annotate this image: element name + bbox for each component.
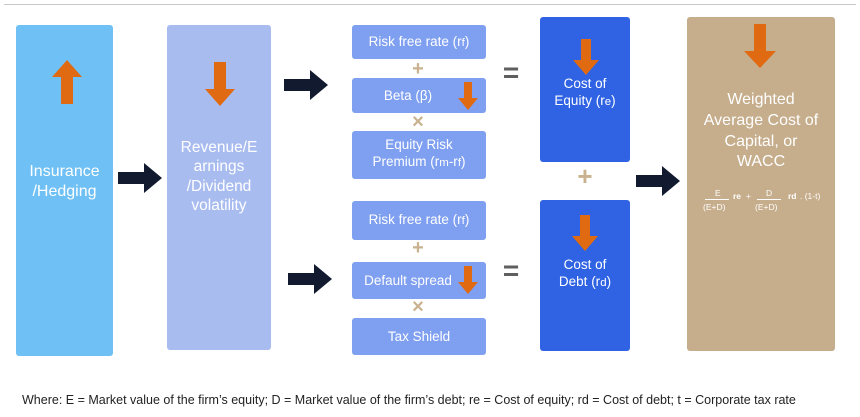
- tax-shield-box: Tax Shield: [352, 318, 486, 355]
- formula-rd: rd: [788, 191, 797, 201]
- debt-risk-free-rate-label: Risk free rate (rf): [368, 212, 470, 227]
- plus-operator: +: [577, 161, 593, 191]
- equals-operator: =: [502, 255, 520, 286]
- formula-fraction-bar: [705, 199, 729, 200]
- wacc-title: Weighted Average Cost of Capital, or WAC…: [703, 91, 819, 171]
- equity-risk-premium-label: Equity Risk Premium (rm-rf): [372, 137, 466, 169]
- insurance-hedging-box: Insurance /Hedging: [16, 25, 113, 356]
- top-rule: [4, 4, 856, 5]
- times-operator: ×: [412, 296, 424, 318]
- equity-risk-premium-box: Equity Risk Premium (rm-rf): [352, 131, 486, 179]
- up-arrow-icon: [52, 60, 82, 104]
- arrow-right-icon: [284, 70, 328, 100]
- cost-of-debt-box: Cost of Debt (rd): [540, 200, 630, 351]
- equity-risk-free-rate-label: Risk free rate (rf): [368, 34, 470, 49]
- down-arrow-icon: [205, 62, 235, 106]
- cost-of-equity-label: Cost of Equity (re): [554, 76, 616, 108]
- equals-operator: =: [502, 57, 520, 88]
- cost-of-debt-label: Cost of Debt (rd): [558, 257, 612, 289]
- wacc-box: Weighted Average Cost of Capital, or WAC…: [687, 17, 835, 351]
- cost-of-equity-box: Cost of Equity (re): [540, 17, 630, 162]
- down-arrow-icon: [573, 39, 599, 75]
- wacc-formula: E (E+D) re + D (E+D) rd . (1-t): [703, 188, 833, 218]
- equity-risk-free-rate-box: Risk free rate (rf): [352, 25, 486, 59]
- footnote: Where: E = Market value of the firm’s eq…: [22, 393, 796, 407]
- formula-e-numerator: E: [715, 188, 721, 198]
- down-arrow-icon: [458, 266, 478, 294]
- formula-re: re: [733, 191, 742, 201]
- times-operator: ×: [412, 111, 424, 133]
- plus-operator: +: [412, 58, 424, 80]
- revenue-volatility-label: Revenue/E arnings /Dividend volatility: [180, 139, 258, 215]
- down-arrow-icon: [744, 24, 776, 68]
- beta-label: Beta (β): [383, 88, 433, 103]
- formula-fraction-bar: [757, 199, 781, 200]
- insurance-hedging-label: Insurance /Hedging: [29, 163, 100, 200]
- arrow-right-icon: [636, 166, 680, 196]
- formula-e-denominator: (E+D): [703, 202, 726, 212]
- formula-d-denominator: (E+D): [755, 202, 778, 212]
- down-arrow-icon: [458, 82, 478, 110]
- formula-tax-term: . (1-t): [800, 191, 821, 201]
- formula-plus: +: [746, 191, 751, 201]
- tax-shield-label: Tax Shield: [387, 329, 451, 344]
- default-spread-label: Default spread: [364, 273, 452, 288]
- arrow-right-icon: [118, 163, 162, 193]
- down-arrow-icon: [572, 215, 598, 251]
- revenue-volatility-box: Revenue/E arnings /Dividend volatility: [167, 25, 271, 350]
- debt-risk-free-rate-box: Risk free rate (rf): [352, 201, 486, 240]
- plus-operator: +: [412, 237, 424, 259]
- arrow-right-icon: [288, 264, 332, 294]
- beta-box: Beta (β): [352, 78, 486, 113]
- formula-d-numerator: D: [766, 188, 773, 198]
- default-spread-box: Default spread: [352, 262, 486, 299]
